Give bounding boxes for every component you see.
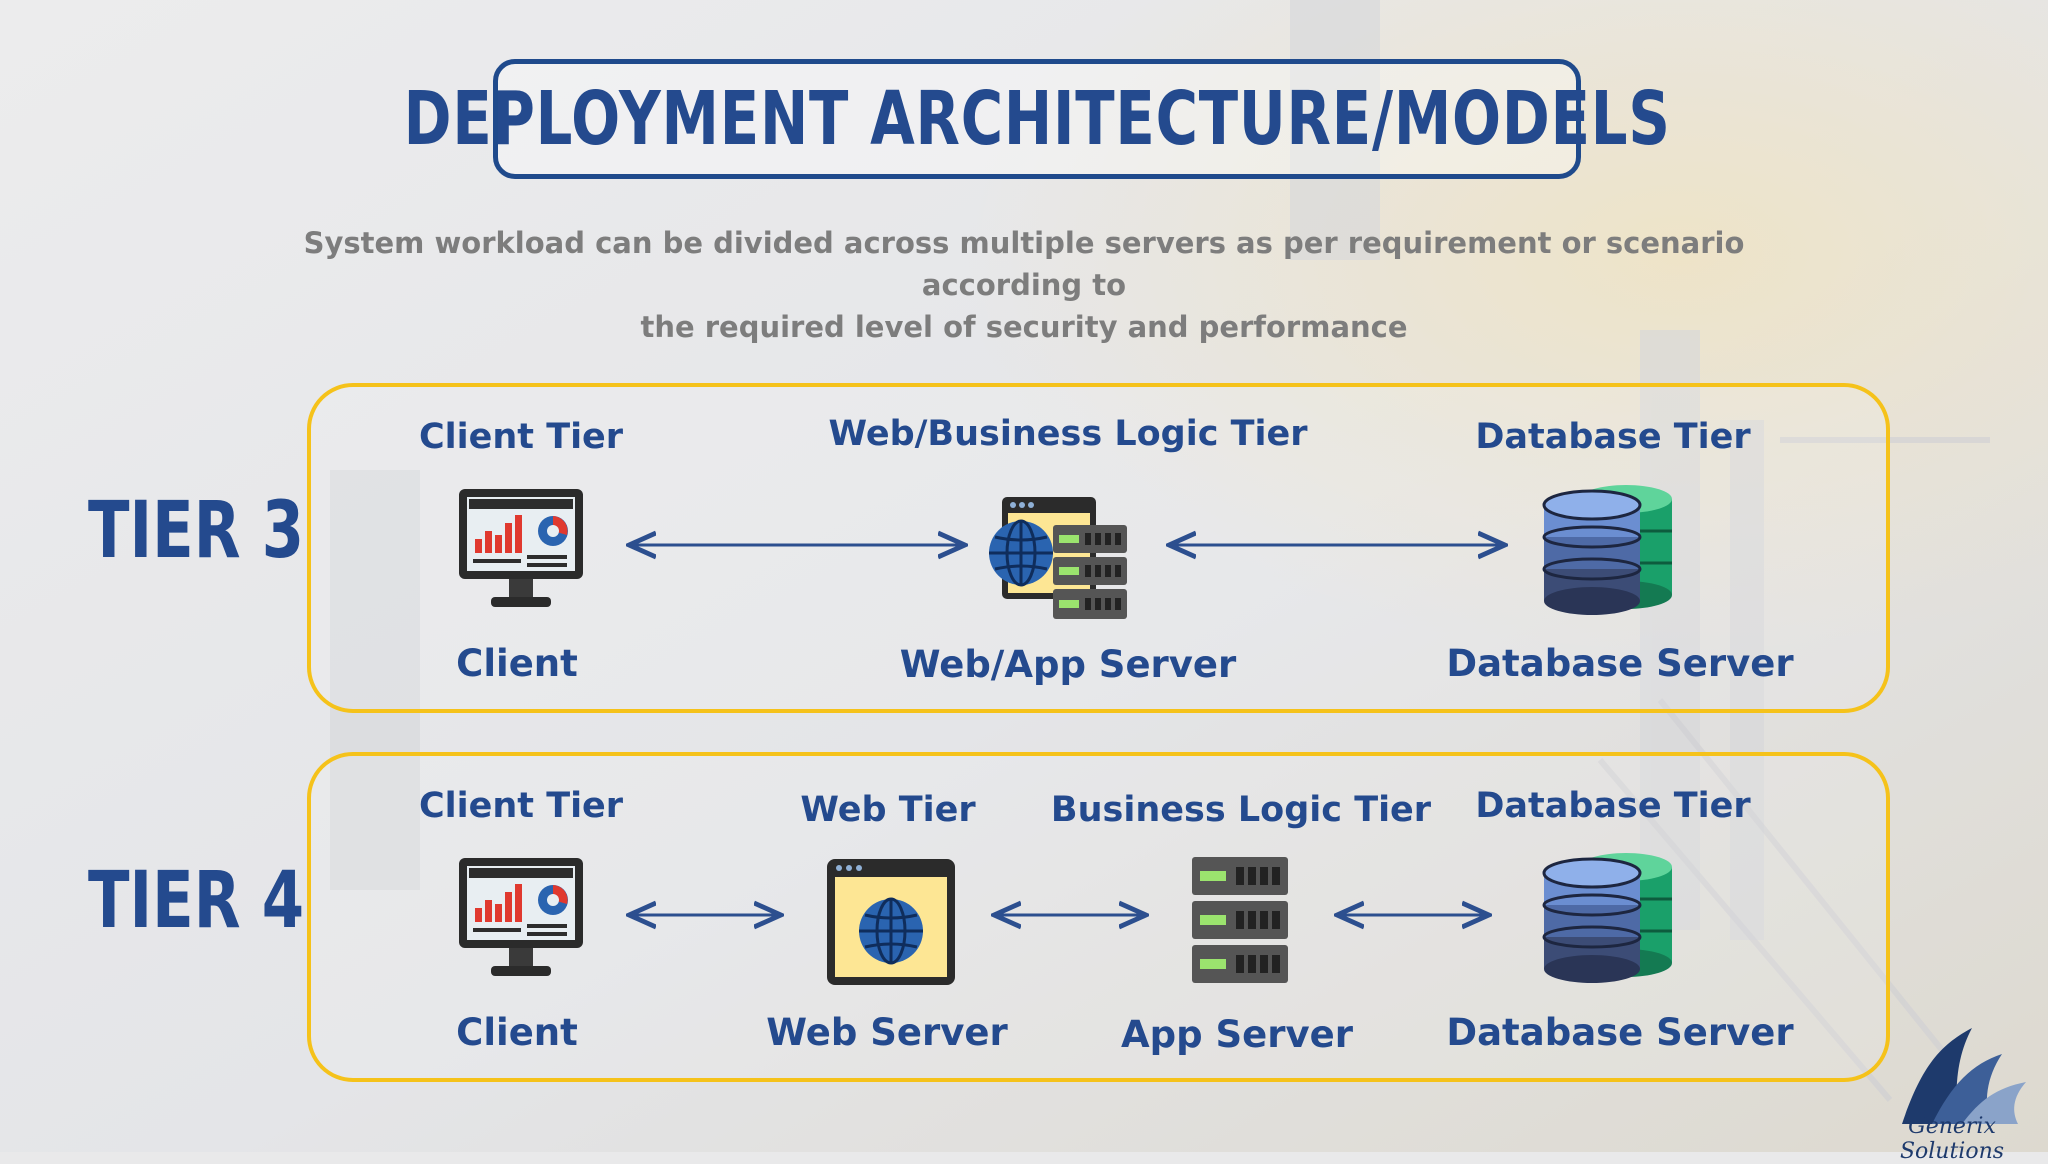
database-icon (1542, 485, 1672, 615)
app-server-icon (1192, 857, 1288, 983)
tier-3-database-server-label: Database Server (1446, 642, 1794, 685)
tier-4-client-tier-heading: Client Tier (418, 786, 624, 826)
database-icon (1542, 853, 1672, 983)
subtitle-line-2: the required level of security and perfo… (640, 310, 1408, 344)
tier-3-client-label: Client (456, 642, 578, 685)
tier-4-app-server-label: App Server (1121, 1013, 1353, 1056)
tier-3-web-business-tier-heading: Web/Business Logic Tier (828, 414, 1308, 454)
tier-3-web-app-server-label: Web/App Server (899, 643, 1237, 686)
tier-4-database-tier-heading: Database Tier (1475, 786, 1751, 826)
logo-text: Generix Solutions (1899, 1114, 2005, 1164)
tier-3-client-tier-heading: Client Tier (418, 417, 624, 457)
tier-4-web-tier-heading: Web Tier (800, 790, 976, 830)
tier-4-client-label: Client (456, 1011, 578, 1054)
client-monitor-icon (459, 489, 583, 607)
generix-logo-icon (1902, 1028, 2026, 1124)
tier-4-database-server-label: Database Server (1446, 1011, 1794, 1054)
subtitle-line-1: System workload can be divided across mu… (303, 226, 1745, 302)
web-browser-icon (827, 859, 955, 985)
tier-4-web-server-label: Web Server (766, 1011, 1008, 1054)
tier-3-database-tier-heading: Database Tier (1475, 417, 1751, 457)
tier-4-label: TIER 4 (88, 856, 305, 946)
client-monitor-icon (459, 858, 583, 976)
title-box: DEPLOYMENT ARCHITECTURE/MODELS (403, 59, 1670, 179)
tier-4-business-logic-tier-heading: Business Logic Tier (1050, 790, 1432, 830)
web-app-server-icon (989, 497, 1127, 619)
subtitle: System workload can be divided across mu… (220, 222, 1828, 348)
page-title: DEPLOYMENT ARCHITECTURE/MODELS (403, 76, 1671, 162)
tier-3-label: TIER 3 (88, 486, 305, 576)
